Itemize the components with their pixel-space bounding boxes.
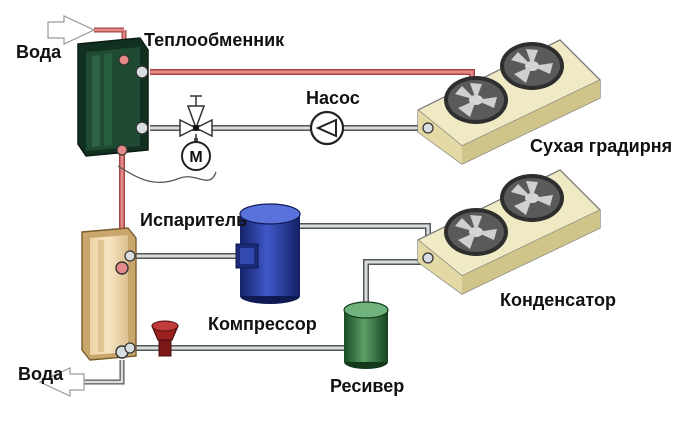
dry-cooler [416,39,602,165]
label-dry-cooler: Сухая градирня [530,136,672,156]
plate-heat-exchanger [77,37,149,157]
condenser-fan-1 [444,208,508,256]
label-evaporator: Испаритель [140,210,247,230]
receiver [343,301,389,369]
pump [309,110,345,146]
label-condenser: Конденсатор [500,290,616,310]
expansion-valve [151,320,179,357]
three-way-valve [179,95,213,138]
dry-cooler-fan-2 [500,42,564,90]
label-pump: Насос [306,88,360,108]
water-outlet-arrow [38,367,85,397]
valve-motor: M [181,134,211,171]
evaporator [81,227,137,361]
condenser [416,169,602,295]
compressor [235,203,301,304]
label-water-out: Вода [18,364,64,384]
discharge-pipe [298,223,431,258]
label-water-in: Вода [16,42,62,62]
dry-cooler-fan-1 [444,76,508,124]
condenser-fan-2 [500,174,564,222]
label-heat-exchanger: Теплообменник [144,30,285,50]
label-compressor: Компрессор [208,314,317,334]
label-receiver: Ресивер [330,376,404,396]
motor-letter: M [189,149,202,166]
water-inlet-arrow [47,15,96,45]
